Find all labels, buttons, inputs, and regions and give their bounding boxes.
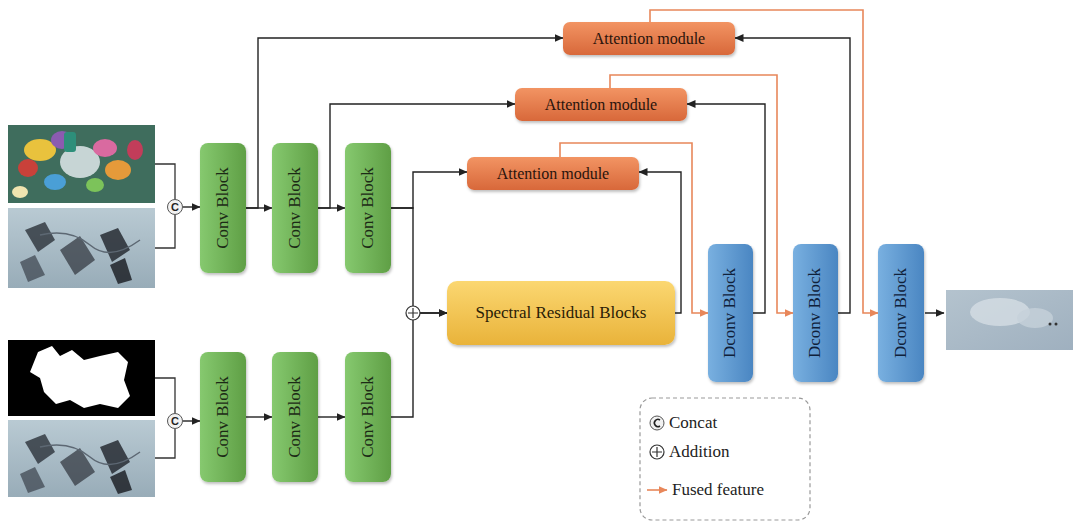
rgb-image (8, 125, 155, 203)
node-label: Conv Block (213, 167, 233, 249)
node-label: Dconv Block (891, 268, 911, 358)
attention-module: Attention module (515, 88, 687, 121)
concat-circle: C (167, 199, 183, 215)
node-label: Conv Block (358, 167, 378, 249)
node-label: C (171, 201, 179, 213)
fused-arrow-sample (647, 489, 667, 491)
conv-block: Conv Block (200, 143, 246, 273)
depth-image (8, 420, 155, 497)
attention-module: Attention module (563, 22, 735, 55)
connector (246, 416, 272, 417)
node-label: Dconv Block (806, 268, 826, 358)
spectral-block: Spectral Residual Blocks (447, 281, 675, 345)
mask-image (8, 340, 155, 416)
legend-label: Fused feature (672, 480, 764, 500)
conv-block: Conv Block (272, 352, 318, 482)
node-label: C (171, 415, 179, 427)
legend-label: Addition (669, 442, 729, 462)
connector (183, 206, 200, 207)
legend-label: Concat (669, 413, 717, 433)
conv-block: Conv Block (200, 352, 246, 482)
node-label: Attention module (545, 96, 657, 114)
conv-block: Conv Block (345, 143, 391, 273)
node-label: Attention module (593, 30, 705, 48)
addition-symbol (650, 445, 664, 459)
attention-module: Attention module (467, 157, 639, 190)
dconv-block: Dconv Block (793, 244, 838, 382)
output-arrow (925, 312, 944, 314)
node-label: Attention module (497, 165, 609, 183)
dconv-block: Dconv Block (708, 244, 753, 382)
dconv-block: Dconv Block (878, 244, 924, 382)
node-label: Dconv Block (721, 268, 741, 358)
legend-frame (640, 398, 810, 520)
connector (391, 208, 447, 313)
node-label: Spectral Residual Blocks (476, 303, 647, 323)
concat-circle: C (167, 413, 183, 429)
node-label: Conv Block (358, 376, 378, 458)
node-label: Conv Block (213, 376, 233, 458)
concat-symbol (650, 416, 664, 430)
conv-block: Conv Block (272, 143, 318, 273)
node-label: Conv Block (285, 167, 305, 249)
node-label: Conv Block (285, 376, 305, 458)
connector (391, 313, 447, 417)
depth-image (8, 208, 155, 288)
connector (183, 420, 200, 421)
connector (391, 172, 467, 208)
output-image (946, 290, 1073, 350)
fused-connector (650, 10, 878, 313)
addition-symbol (406, 306, 420, 320)
connector (318, 416, 345, 417)
conv-block: Conv Block (345, 352, 391, 482)
